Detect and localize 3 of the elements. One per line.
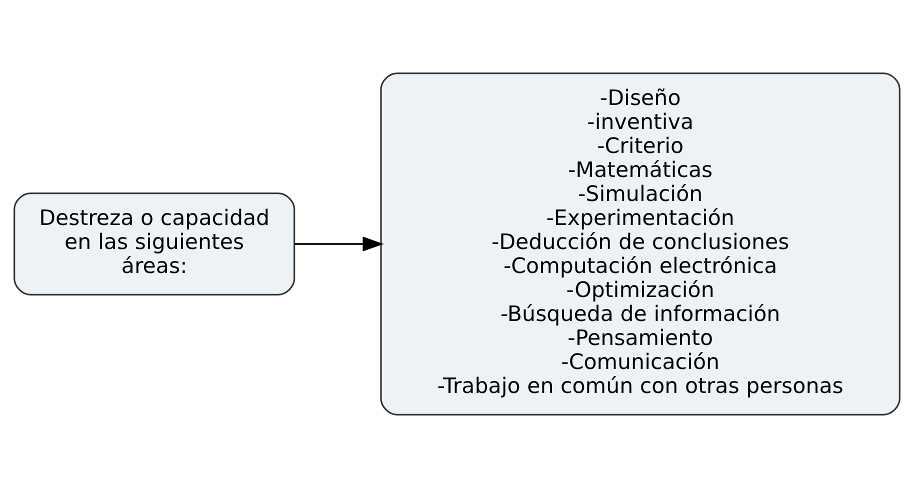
node-box: Destreza o capacidad en las siguientes áreas:	[14, 192, 296, 295]
arrow	[294, 236, 384, 251]
node-box: -Diseño -inventiva -Criterio -Matemáticas -Simulación -Experimentación -Deducción de conclusiones -Computación electrónica -Optimización -Búsqueda de información -Pensamiento -Comunicación -Trabajo en común con otras personas	[380, 72, 900, 415]
